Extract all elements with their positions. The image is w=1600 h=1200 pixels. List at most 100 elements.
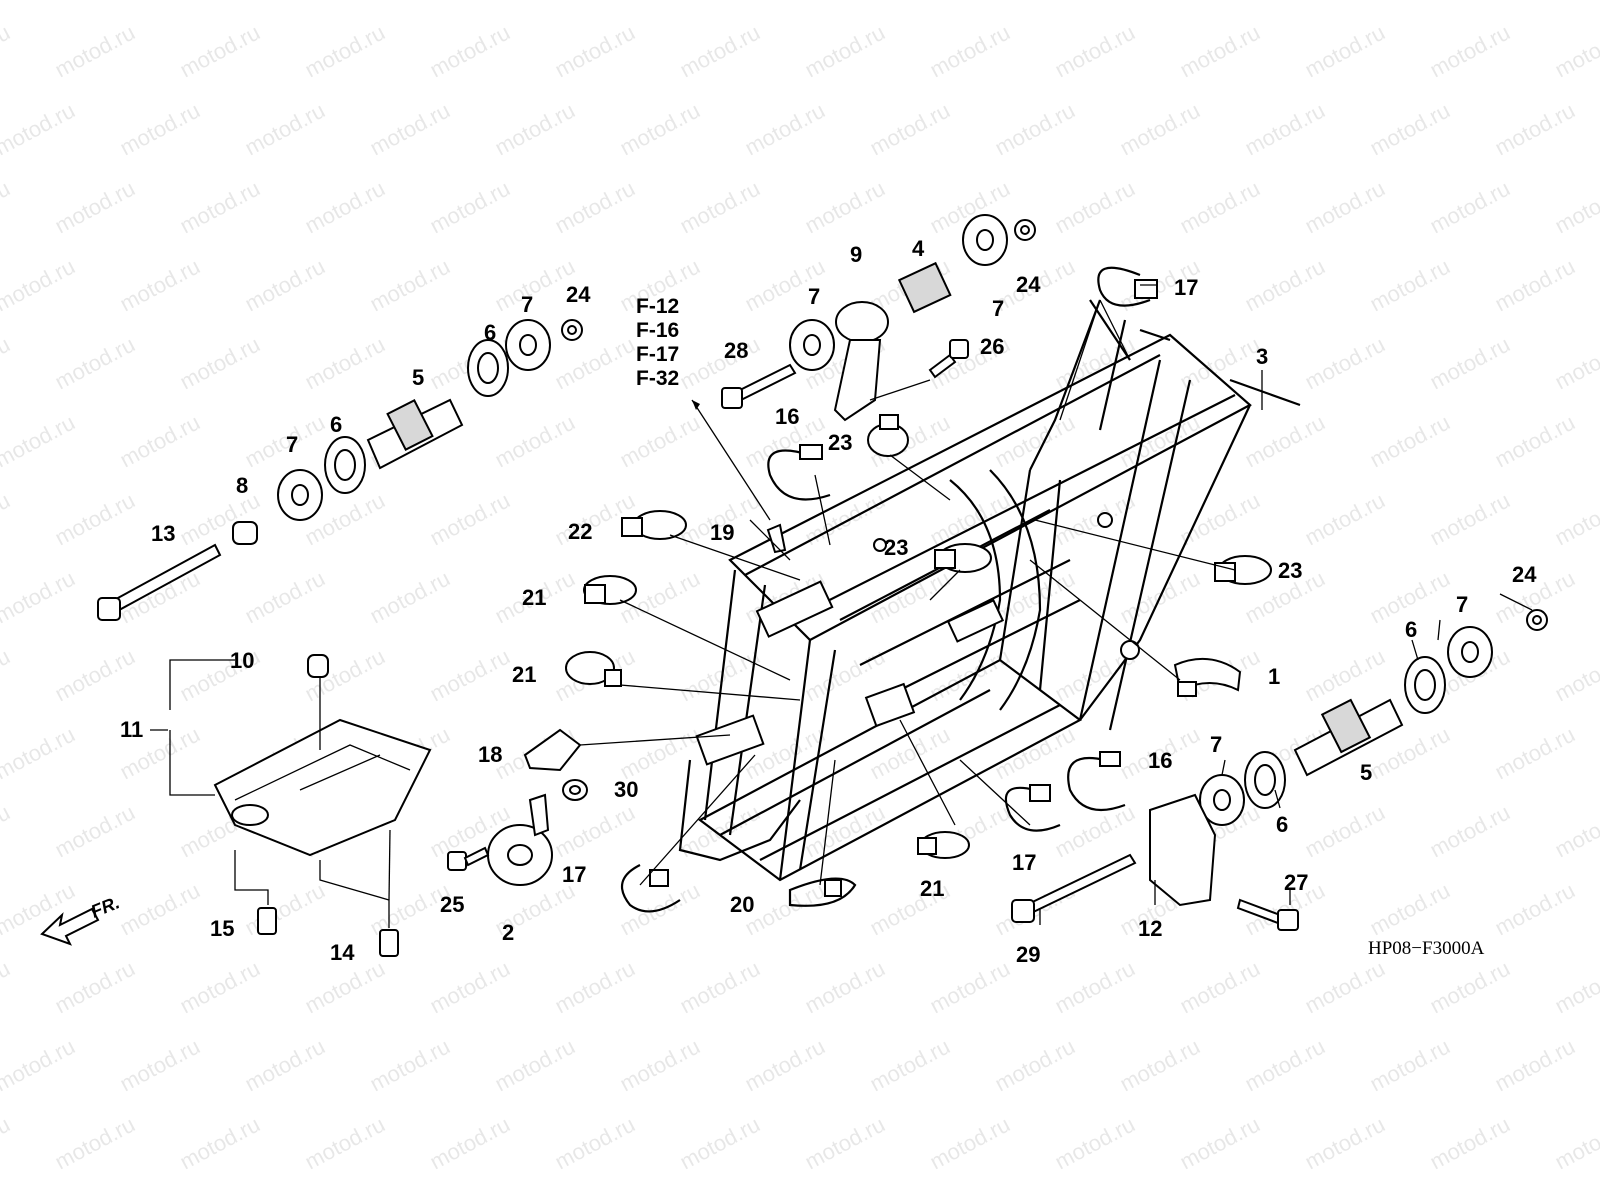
watermark-text: motod.ru — [491, 1034, 579, 1097]
watermark-text: motod.ru — [1241, 410, 1329, 473]
watermark-text: motod.ru — [1301, 1112, 1389, 1175]
watermark-text: motod.ru — [866, 0, 954, 4]
bolt-25 — [447, 846, 490, 871]
callout-7c: 7 — [808, 284, 820, 309]
callout-23a: 23 — [828, 430, 852, 455]
watermark-text: motod.ru — [426, 644, 514, 707]
watermark-text: motod.ru — [0, 956, 14, 1019]
callout-1: 1 — [1268, 664, 1280, 689]
watermark-text: motod.ru — [741, 98, 829, 161]
clamp-23-top — [867, 414, 909, 457]
bearing-6-left-upper — [467, 339, 509, 397]
callout-8: 8 — [236, 473, 248, 498]
watermark-text: motod.ru — [426, 176, 514, 239]
watermark-text: motod.ru — [51, 644, 139, 707]
watermark-text: motod.ru — [1241, 0, 1329, 4]
watermark-text: motod.ru — [801, 176, 889, 239]
watermark-text: motod.ru — [0, 722, 79, 785]
ref-code-2: F-16 — [636, 319, 679, 342]
rubber-bush-7-top-right — [962, 214, 1008, 266]
watermark-text: motod.ru — [676, 20, 764, 83]
watermark-text: motod.ru — [1176, 176, 1264, 239]
watermark-text: motod.ru — [301, 176, 389, 239]
callout-11: 11 — [120, 717, 143, 742]
watermark-text: motod.ru — [1116, 1034, 1204, 1097]
watermark-text: motod.ru — [1116, 410, 1204, 473]
rubber-bush-7-right-lower — [1199, 774, 1245, 826]
callout-5b: 5 — [1360, 760, 1372, 785]
bolt-27 — [1236, 898, 1299, 931]
breather-19 — [766, 523, 787, 554]
rubber-bush-7-right-upper — [1447, 626, 1493, 678]
watermark-text: motod.ru — [551, 20, 639, 83]
clamp-23-right — [1214, 555, 1272, 585]
watermark-text: motod.ru — [51, 800, 139, 863]
watermark-text: motod.ru — [926, 1112, 1014, 1175]
callout-6b: 6 — [484, 320, 496, 345]
watermark-text: motod.ru — [616, 98, 704, 161]
clamp-21-middle — [565, 651, 622, 687]
watermark-text: motod.ru — [991, 566, 1079, 629]
watermark-text: motod.ru — [366, 1034, 454, 1097]
bolt-13 — [97, 543, 222, 621]
watermark-text: motod.ru — [1176, 488, 1264, 551]
watermark-text: motod.ru — [1051, 176, 1139, 239]
watermark-text: motod.ru — [616, 1034, 704, 1097]
watermark-text: motod.ru — [301, 20, 389, 83]
watermark-text: motod.ru — [1176, 1112, 1264, 1175]
watermark-layer: motod.ru motod.ru motod.ru motod.ru motod.ru… — [0, 0, 1600, 1174]
callout-30: 30 — [614, 777, 638, 802]
watermark-text: motod.ru — [0, 20, 14, 83]
bolt-15 — [257, 907, 277, 935]
watermark-text: motod.ru — [1551, 176, 1600, 239]
watermark-text: motod.ru — [1491, 722, 1579, 785]
callout-17c: 17 — [562, 862, 586, 887]
watermark-text: motod.ru — [1051, 20, 1139, 83]
watermark-text: motod.ru — [1491, 1034, 1579, 1097]
callout-7e: 7 — [1456, 592, 1468, 617]
callout-6c: 6 — [1405, 617, 1417, 642]
watermark-text: motod.ru — [1551, 20, 1600, 83]
collar-8 — [232, 521, 258, 545]
watermark-text: motod.ru — [366, 254, 454, 317]
ref-code-4: F-32 — [636, 367, 679, 390]
watermark-text: motod.ru — [301, 956, 389, 1019]
watermark-text: motod.ru — [1551, 332, 1600, 395]
watermark-text: motod.ru — [866, 98, 954, 161]
callout-19: 19 — [710, 520, 734, 545]
watermark-text: motod.ru — [926, 956, 1014, 1019]
rubber-bush-7-left-upper — [505, 319, 551, 371]
callout-22: 22 — [568, 519, 592, 544]
watermark-text: motod.ru — [676, 176, 764, 239]
watermark-text: motod.ru — [991, 722, 1079, 785]
bearing-6-left-lower — [324, 436, 366, 494]
watermark-text: motod.ru — [1426, 332, 1514, 395]
watermark-text: motod.ru — [301, 332, 389, 395]
watermark-text: motod.ru — [0, 1034, 79, 1097]
clamp-21-lower — [917, 831, 970, 859]
watermark-text: motod.ru — [176, 176, 264, 239]
watermark-text: motod.ru — [1176, 20, 1264, 83]
watermark-text: motod.ru — [426, 1112, 514, 1175]
callout-7b: 7 — [521, 292, 533, 317]
watermark-text: motod.ru — [1241, 98, 1329, 161]
nut-24-top — [1014, 219, 1036, 241]
watermark-text: motod.ru — [0, 800, 14, 863]
callout-23c: 23 — [1278, 558, 1302, 583]
clamp-1 — [1173, 657, 1242, 697]
watermark-text: motod.ru — [676, 956, 764, 1019]
plate-12 — [1149, 793, 1217, 907]
band-17-center — [1004, 784, 1061, 832]
clamp-23-center — [934, 543, 992, 573]
watermark-text: motod.ru — [426, 20, 514, 83]
watermark-text: motod.ru — [0, 644, 14, 707]
watermark-text: motod.ru — [1366, 98, 1454, 161]
watermark-text: motod.ru — [116, 1034, 204, 1097]
callout-3: 3 — [1256, 344, 1268, 369]
watermark-text: motod.ru — [301, 1112, 389, 1175]
pivot-shaft-5-left — [366, 398, 464, 470]
watermark-text: motod.ru — [51, 488, 139, 551]
watermark-text: motod.ru — [51, 332, 139, 395]
callout-16b: 16 — [1148, 748, 1172, 773]
clamp-22 — [621, 510, 687, 540]
